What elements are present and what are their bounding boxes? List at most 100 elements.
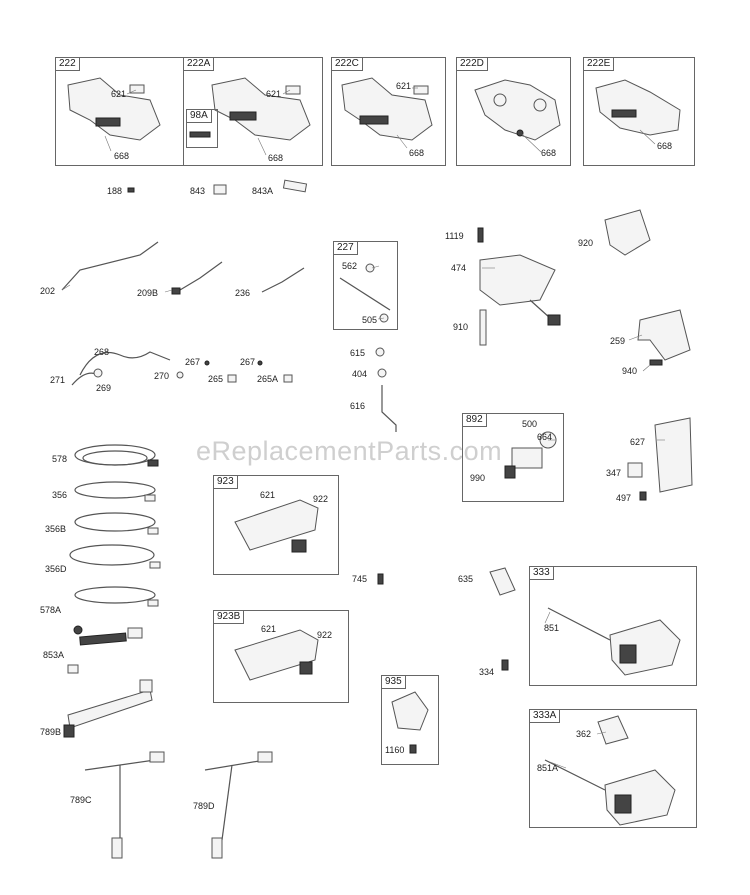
callout-910: 910	[453, 322, 469, 332]
group-label-923B: 923B	[214, 611, 245, 624]
callout-635: 635	[458, 574, 474, 584]
part-259-drawing	[637, 309, 691, 361]
callout-621: 621	[260, 490, 276, 500]
harness-356-drawing	[74, 481, 156, 502]
harness-578-drawing	[74, 444, 159, 467]
callout-1160: 1160	[385, 745, 405, 755]
callout-940: 940	[622, 366, 638, 376]
harness-578A-drawing	[74, 586, 159, 607]
group-box-222A: 222A	[183, 57, 323, 166]
callout-922: 922	[313, 494, 329, 504]
board-923B-drawing	[234, 629, 319, 681]
callout-270: 270	[154, 371, 170, 381]
carb-222A-drawing	[189, 77, 311, 141]
group-label-222C: 222C	[332, 58, 363, 71]
callout-745: 745	[352, 574, 368, 584]
callout-497: 497	[616, 493, 632, 503]
callout-920: 920	[578, 238, 594, 248]
link-202-drawing	[61, 241, 159, 291]
part-843A-drawing	[282, 179, 308, 193]
callout-664: 664	[537, 432, 553, 442]
callout-621: 621	[396, 81, 412, 91]
group-label-333: 333	[530, 567, 554, 580]
harness-789D-drawing	[204, 751, 273, 859]
harness-356B-drawing	[74, 512, 159, 535]
callout-265A: 265A	[257, 374, 279, 384]
group-box-333A: 333A	[529, 709, 697, 828]
callout-789C: 789C	[70, 795, 92, 805]
callout-578A: 578A	[40, 605, 62, 615]
callout-1119: 1119	[445, 231, 464, 241]
group-box-923: 923	[213, 475, 339, 575]
callout-500: 500	[522, 419, 538, 429]
callout-843: 843	[190, 186, 206, 196]
callout-789D: 789D	[193, 801, 215, 811]
callout-621: 621	[111, 89, 127, 99]
callout-615: 615	[350, 348, 366, 358]
callout-474: 474	[451, 263, 467, 273]
callout-627: 627	[630, 437, 646, 447]
callout-621: 621	[266, 89, 282, 99]
group-box-222: 222	[55, 57, 184, 166]
link-209B-drawing	[179, 261, 223, 291]
callout-347: 347	[606, 468, 622, 478]
harness-356D-drawing	[69, 544, 161, 569]
lever-227-drawing	[339, 277, 391, 311]
callout-668: 668	[657, 141, 673, 151]
callout-209B: 209B	[137, 288, 159, 298]
group-box-222D: 222D	[456, 57, 571, 166]
callout-362: 362	[576, 729, 592, 739]
coil-333A-drawing	[544, 715, 676, 826]
group-box-935: 935	[381, 675, 439, 765]
group-label-923: 923	[214, 476, 238, 489]
group-label-98A: 98A	[187, 110, 212, 123]
group-label-222: 222	[56, 58, 80, 71]
group-box-222C: 222C	[331, 57, 446, 166]
callout-259: 259	[610, 336, 626, 346]
callout-668: 668	[268, 153, 284, 163]
callout-851A: 851A	[537, 763, 559, 773]
callout-853A: 853A	[43, 650, 65, 660]
callout-621: 621	[261, 624, 277, 634]
board-923-drawing	[234, 499, 319, 553]
part-843-drawing	[213, 184, 227, 195]
boot-635-drawing	[489, 567, 516, 596]
callout-269: 269	[96, 383, 112, 393]
group-label-892: 892	[463, 414, 487, 427]
callout-267: 267	[240, 357, 256, 367]
coil-333-drawing	[547, 607, 681, 676]
switch-892-drawing	[511, 447, 543, 469]
callout-668: 668	[541, 148, 557, 158]
callout-265: 265	[208, 374, 224, 384]
harness-789B-drawing	[63, 679, 153, 738]
group-box-892: 892	[462, 413, 564, 502]
callout-356: 356	[52, 490, 68, 500]
callout-334: 334	[479, 667, 495, 677]
callout-268: 268	[94, 347, 110, 357]
callout-188: 188	[107, 186, 123, 196]
group-box-923B: 923B	[213, 610, 349, 703]
group-box-98A: 98A	[186, 109, 218, 148]
plate-627-drawing	[654, 417, 693, 493]
callout-505: 505	[362, 315, 378, 325]
harness-789C-drawing	[84, 751, 165, 859]
callout-562: 562	[342, 261, 358, 271]
carb-222E-drawing	[595, 79, 681, 136]
group-label-222D: 222D	[457, 58, 488, 71]
carb-222D-drawing	[474, 79, 561, 141]
part-920-drawing	[604, 209, 651, 256]
group-box-222E: 222E	[583, 57, 695, 166]
group-label-227: 227	[334, 242, 358, 255]
callout-922: 922	[317, 630, 333, 640]
group-label-935: 935	[382, 676, 406, 689]
group-box-227: 227	[333, 241, 398, 330]
callout-668: 668	[409, 148, 425, 158]
callout-404: 404	[352, 369, 368, 379]
group-label-333A: 333A	[530, 710, 561, 723]
rod-616-drawing	[381, 385, 397, 432]
part-910-drawing	[479, 309, 487, 346]
carb-222C-drawing	[341, 77, 433, 141]
link-236-drawing	[261, 267, 305, 293]
group-label-222A: 222A	[184, 58, 215, 71]
